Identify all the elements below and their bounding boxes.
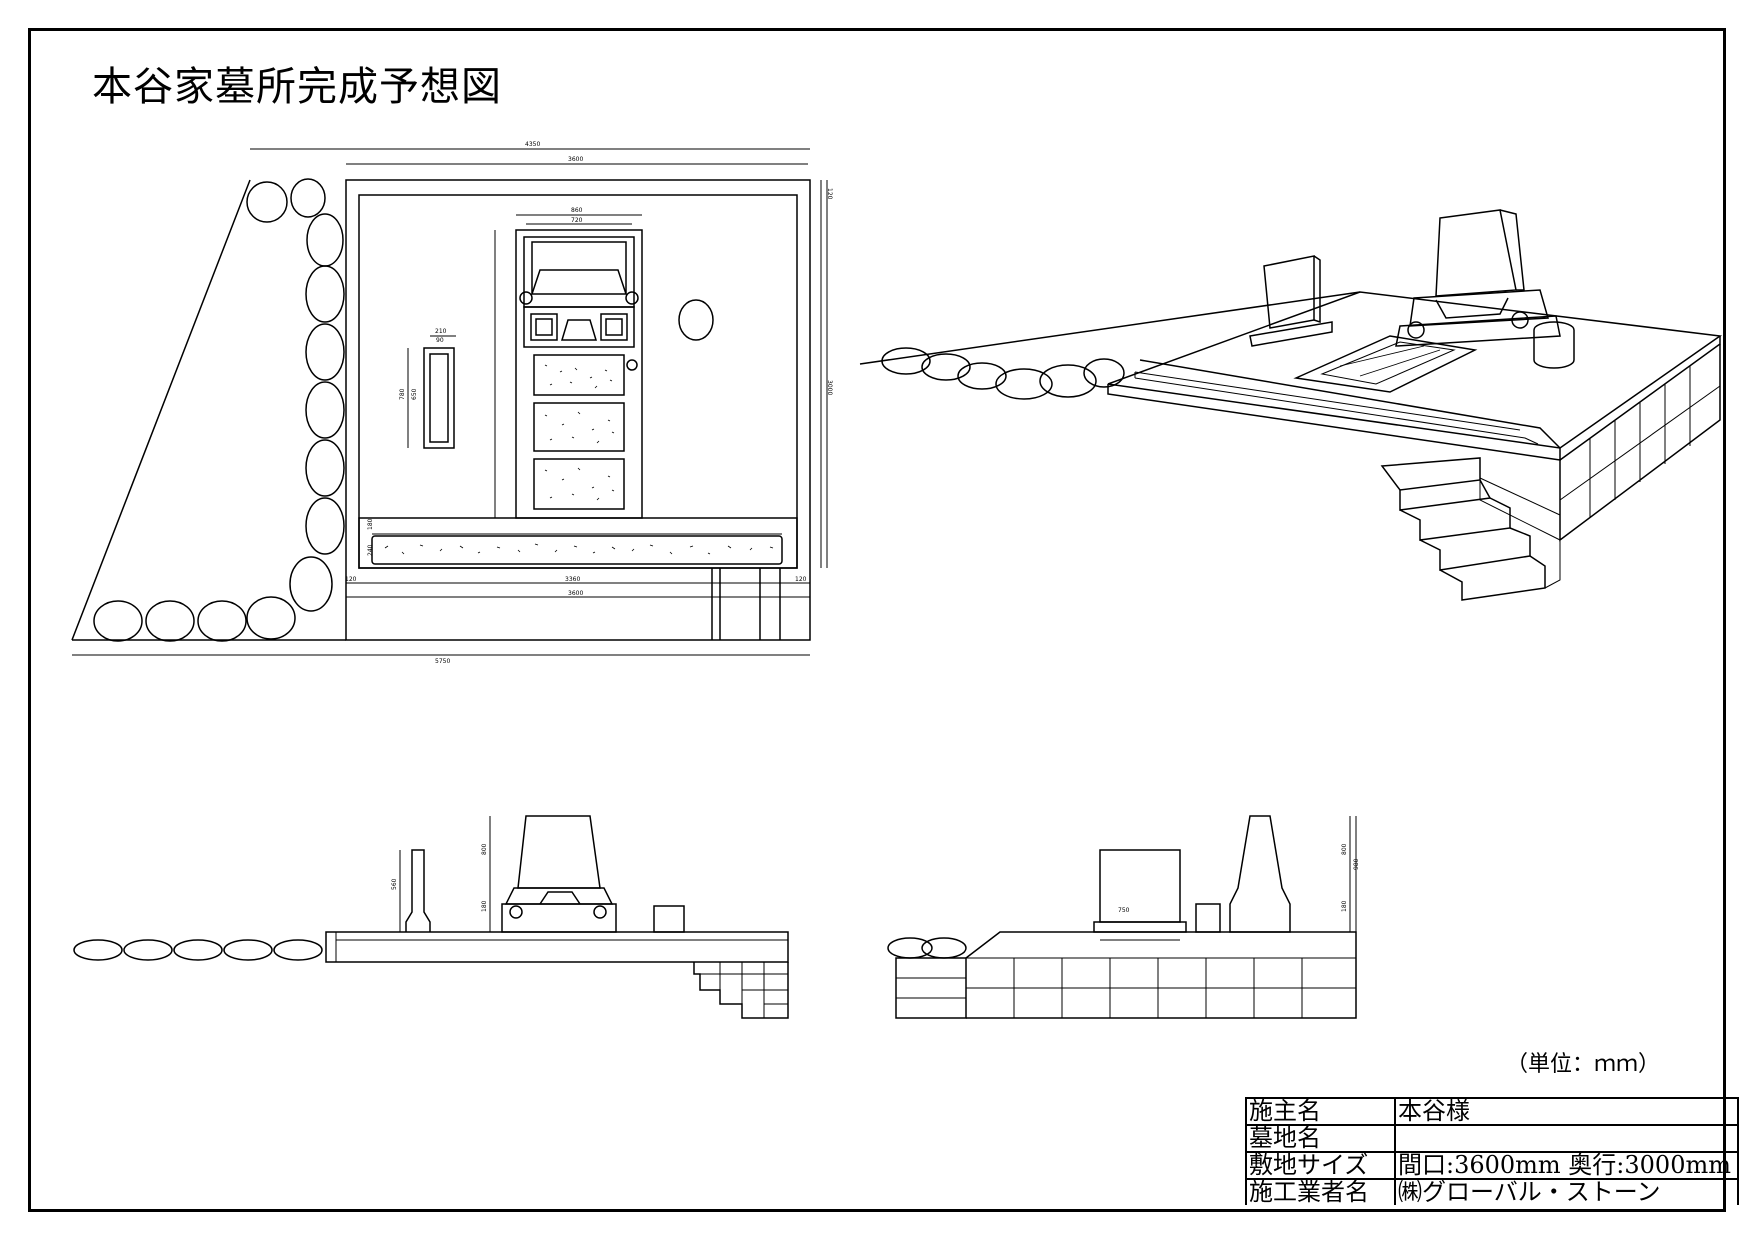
dim-plate-inner: 90: [436, 337, 444, 344]
dim-left-margin: 120: [345, 576, 357, 583]
title-block-row: 敷地サイズ 間口:3600mm 奥行:3000mm: [1245, 1151, 1739, 1180]
title-block-row: 施主名 本谷様: [1245, 1097, 1739, 1126]
dim-plate-height: 780: [399, 388, 406, 400]
perspective-monument: [1395, 209, 1561, 347]
front-base: [325, 931, 789, 963]
dim-bottom-inner: 3360: [565, 576, 580, 583]
dim-front-base: 180: [481, 900, 488, 912]
dim-front-plate-height: 560: [391, 878, 398, 890]
perspective-side-plate: [1249, 255, 1333, 347]
rock-border: [93, 178, 345, 642]
perspective-view: [859, 209, 1723, 601]
dim-front-step: 180: [367, 518, 374, 530]
plan-gravestone: 860 720: [494, 207, 643, 519]
front-elevation: 560 800 180: [73, 815, 789, 1019]
drawing-frame: [28, 28, 1726, 1212]
title-block-label: 墓地名: [1245, 1124, 1396, 1153]
dim-plate-width: 210: [435, 328, 447, 335]
dim-inner-top: 3600: [568, 156, 583, 163]
perspective-stairs: [1380, 457, 1561, 601]
dim-stone-inner: 720: [571, 217, 583, 224]
dim-overall-bottom: 5750: [435, 658, 450, 665]
title-block-label: 施主名: [1245, 1097, 1396, 1126]
title-block-value: 本谷様: [1394, 1097, 1739, 1126]
dim-top-margin: 120: [826, 188, 833, 200]
site-outline: [345, 179, 811, 641]
title-block-row: 墓地名: [1245, 1124, 1739, 1153]
title-block-value: 間口:3600mm 奥行:3000mm: [1394, 1151, 1739, 1180]
dim-side-width: 750: [1118, 907, 1130, 914]
dim-front-border: 240: [367, 544, 374, 556]
unit-note: （単位：ｍｍ）: [1506, 1052, 1661, 1077]
title-block-value: ㈱グローバル・ストーン: [1394, 1178, 1739, 1205]
dim-front-stone: 800: [481, 843, 488, 855]
plan-view: 4350 3600: [71, 141, 833, 665]
title-block: 施主名 本谷様 墓地名 敷地サイズ 間口:3600mm 奥行:3000mm 施工…: [1245, 1097, 1739, 1205]
title-block-label: 敷地サイズ: [1245, 1151, 1396, 1180]
plan-side-plate: 210 90 780 650: [399, 328, 456, 449]
dim-plate-inner-height: 650: [411, 388, 418, 400]
plan-bowl: [678, 299, 714, 341]
dim-overall-top: 4350: [525, 141, 540, 148]
dim-side-base: 180: [1341, 900, 1348, 912]
title-block-value: [1394, 1124, 1739, 1153]
dim-right-margin: 120: [795, 576, 807, 583]
title-block-row: 施工業者名 ㈱グローバル・ストーン: [1245, 1178, 1739, 1205]
dim-right-depth: 3000: [826, 380, 833, 395]
dim-bottom-outer: 3600: [568, 590, 583, 597]
title-block-label: 施工業者名: [1245, 1178, 1396, 1205]
drawing-title: 本谷家墓所完成予想図: [92, 64, 502, 110]
side-elevation: 750 800 980 180: [887, 815, 1360, 1019]
dim-stone-width: 860: [571, 207, 583, 214]
dim-side-stone: 800: [1341, 843, 1348, 855]
dim-side-total: 980: [1353, 858, 1360, 870]
